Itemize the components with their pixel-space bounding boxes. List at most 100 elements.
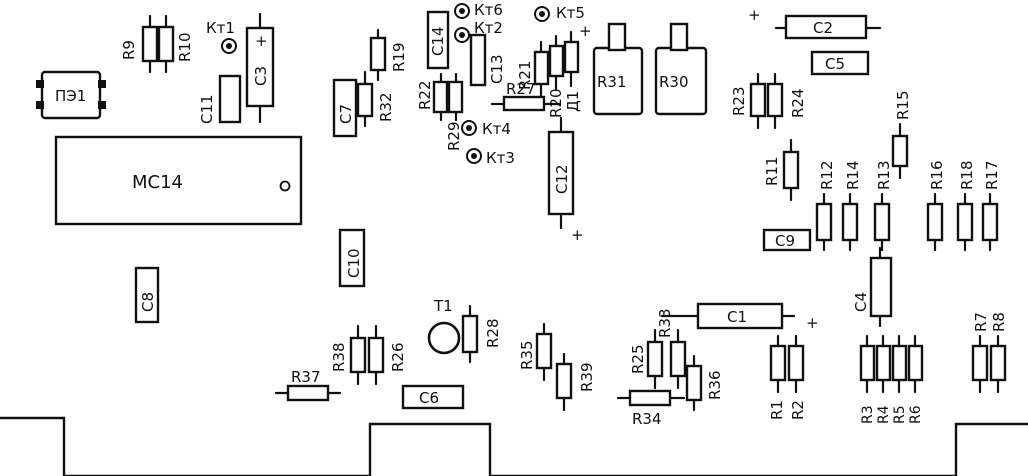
- svg-text:Кт2: Кт2: [474, 19, 503, 37]
- svg-text:R25: R25: [629, 344, 647, 374]
- resistor-r5: R5: [891, 334, 908, 424]
- svg-text:R2: R2: [789, 400, 807, 420]
- svg-text:T1: T1: [433, 297, 453, 315]
- svg-text:C13: C13: [488, 54, 506, 84]
- svg-text:ПЭ1: ПЭ1: [55, 87, 86, 105]
- resistor-r33: R33: [656, 308, 687, 390]
- resistor-r18: R18: [956, 160, 976, 252]
- svg-text:R18: R18: [958, 160, 976, 190]
- svg-text:МС14: МС14: [132, 172, 183, 193]
- resistor-r11: R11: [763, 138, 800, 202]
- capacitor-c10: C10: [338, 228, 366, 288]
- board-edge: [0, 416, 1028, 476]
- svg-text:R27: R27: [506, 80, 536, 98]
- svg-text:C2: C2: [813, 19, 833, 37]
- svg-text:R16: R16: [928, 160, 946, 190]
- svg-text:Кт5: Кт5: [556, 4, 585, 22]
- resistor-r2: R2: [787, 334, 807, 420]
- svg-text:C7: C7: [337, 104, 355, 124]
- svg-text:R19: R19: [390, 42, 408, 72]
- capacitor-c3: C3 +: [245, 12, 275, 124]
- svg-text:Кт4: Кт4: [482, 120, 511, 138]
- resistor-r37: R37: [274, 368, 342, 402]
- svg-text:C4: C4: [852, 292, 870, 312]
- svg-text:Д1: Д1: [564, 91, 582, 112]
- svg-text:R23: R23: [730, 86, 748, 116]
- svg-text:R24: R24: [789, 88, 807, 118]
- chip-mc14: МС14: [54, 135, 303, 226]
- svg-text:R35: R35: [518, 340, 536, 370]
- svg-text:R33: R33: [656, 308, 674, 338]
- resistor-r20: R20: [547, 34, 565, 118]
- svg-text:R17: R17: [983, 160, 1001, 190]
- resistor-r35: R35: [518, 322, 553, 382]
- transistor-t1: T1: [427, 297, 461, 355]
- resistor-r23: R23: [730, 72, 767, 130]
- svg-text:R30: R30: [659, 73, 689, 91]
- resistor-r1: R1: [768, 334, 787, 420]
- svg-text:C1: C1: [727, 308, 747, 326]
- capacitor-c12: C12 +: [547, 116, 584, 244]
- resistor-r12: R12: [815, 160, 836, 252]
- diode-d1: Д1 +: [563, 22, 592, 112]
- resistor-r32: R32: [356, 70, 395, 128]
- resistor-r34: R34: [616, 389, 686, 428]
- resistor-r28: R28: [461, 304, 502, 364]
- svg-text:R6: R6: [908, 405, 924, 424]
- module-pe1: ПЭ1: [36, 70, 106, 120]
- resistor-r3: R3: [859, 334, 876, 424]
- svg-text:+: +: [748, 6, 761, 24]
- svg-text:R28: R28: [484, 318, 502, 348]
- resistor-r19: R19: [369, 28, 408, 82]
- svg-text:C5: C5: [825, 55, 845, 73]
- svg-text:R31: R31: [597, 73, 627, 91]
- svg-text:R4: R4: [876, 405, 892, 424]
- svg-text:R3: R3: [860, 405, 876, 424]
- svg-text:R39: R39: [578, 362, 596, 392]
- svg-text:R32: R32: [377, 92, 395, 122]
- svg-text:C6: C6: [419, 389, 439, 407]
- svg-text:R29: R29: [445, 121, 463, 151]
- resistor-r10: R10: [157, 14, 194, 74]
- trimmer-r31: R31: [592, 22, 644, 116]
- resistor-r13: R13: [873, 160, 893, 252]
- capacitor-c4: C4: [852, 246, 893, 328]
- svg-text:C12: C12: [553, 164, 571, 194]
- svg-text:R12: R12: [818, 160, 836, 190]
- svg-text:C10: C10: [345, 248, 363, 278]
- capacitor-c9: C9: [762, 228, 812, 252]
- svg-text:R5: R5: [892, 405, 908, 424]
- resistor-r8: R8: [989, 312, 1008, 394]
- resistor-r26: R26: [367, 324, 407, 386]
- svg-text:R9: R9: [120, 40, 138, 60]
- resistor-r39: R39: [555, 352, 596, 412]
- svg-text:R11: R11: [763, 156, 781, 186]
- svg-text:Кт3: Кт3: [486, 149, 515, 167]
- svg-text:R37: R37: [291, 368, 321, 386]
- svg-text:+: +: [579, 22, 592, 40]
- resistor-r4: R4: [875, 334, 892, 424]
- capacitor-c13: C13: [469, 33, 506, 87]
- svg-text:Кт1: Кт1: [206, 19, 235, 37]
- test-point-kt3: Кт3: [466, 148, 515, 167]
- svg-text:C8: C8: [139, 292, 157, 312]
- svg-text:R7: R7: [972, 312, 990, 332]
- resistor-r17: R17: [981, 160, 1001, 252]
- capacitor-c2: C2 +: [748, 6, 882, 40]
- resistor-r6: R6: [907, 334, 924, 424]
- svg-text:+: +: [806, 314, 819, 332]
- resistor-r21: R21: [516, 40, 550, 98]
- resistor-r7: R7: [971, 312, 990, 394]
- svg-text:R8: R8: [990, 312, 1008, 332]
- svg-text:+: +: [571, 226, 584, 244]
- svg-text:R34: R34: [632, 410, 662, 428]
- capacitor-c6: C6: [401, 384, 465, 410]
- capacitor-c8: C8: [134, 266, 160, 324]
- svg-text:R38: R38: [330, 342, 348, 372]
- resistor-r9: R9: [120, 14, 159, 74]
- test-point-kt2: Кт2: [454, 19, 503, 43]
- capacitor-c5: C5: [810, 50, 870, 76]
- resistor-r14: R14: [841, 160, 862, 252]
- test-point-kt4: Кт4: [461, 120, 511, 138]
